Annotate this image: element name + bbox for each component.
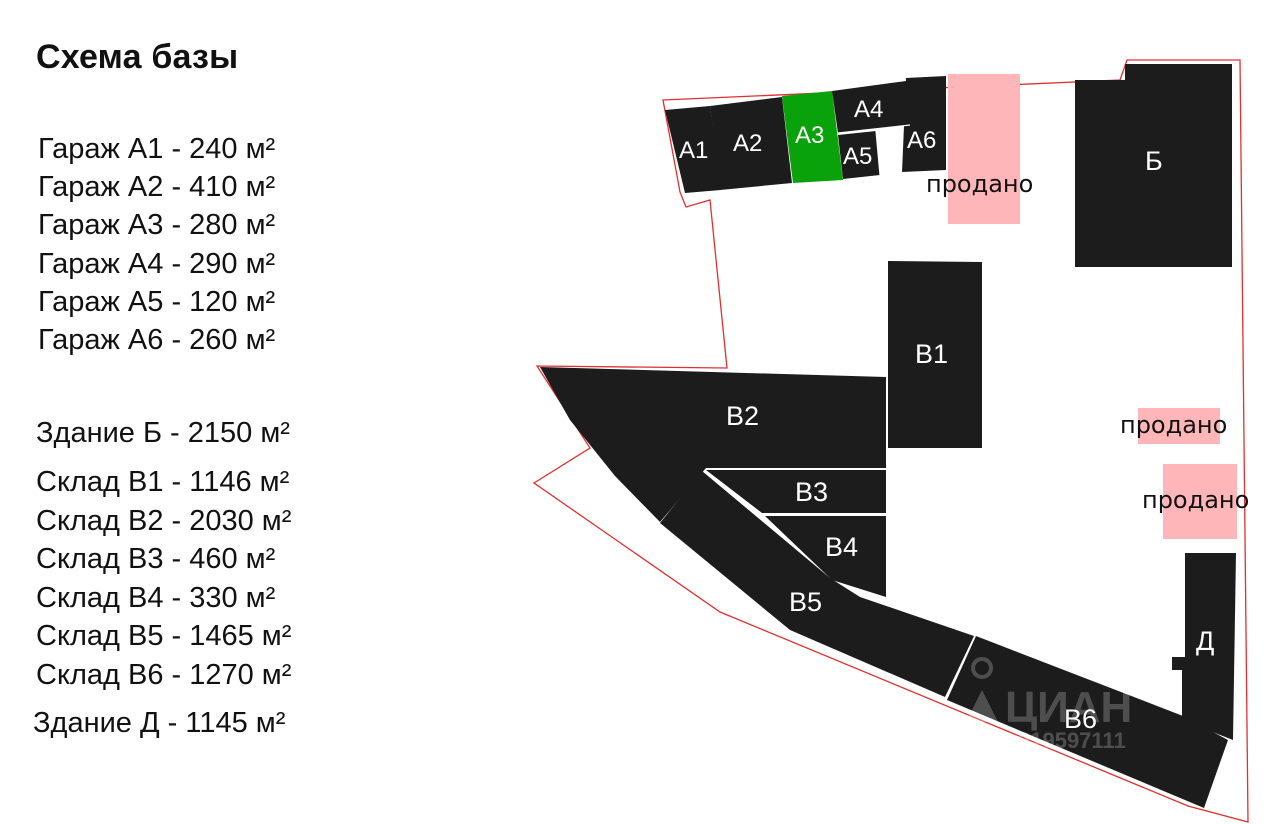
legend-warehouse-v5: Склад В5 - 1465 м²: [36, 620, 292, 652]
sold-area-lower[interactable]: [1163, 464, 1237, 539]
label-v2: В2: [726, 401, 759, 431]
label-v3: В3: [795, 477, 828, 507]
warehouse-v4[interactable]: [765, 516, 886, 597]
legend-building-d: Здание Д - 1145 м²: [33, 707, 286, 739]
sold-label-middle: продано: [1120, 411, 1227, 439]
legend-garage-a4: Гараж А4 - 290 м²: [38, 248, 276, 280]
warehouse-v2[interactable]: [540, 367, 886, 522]
warehouse-v3[interactable]: [706, 470, 886, 513]
sold-area-top[interactable]: [948, 74, 1020, 224]
watermark: ЦИАН 219597111: [966, 657, 1132, 753]
legend-garage-a2: Гараж А2 - 410 м²: [38, 171, 276, 203]
label-a1: А1: [679, 137, 708, 164]
label-a5: А5: [843, 143, 872, 170]
page-title: Схема базы: [36, 38, 239, 76]
building-d[interactable]: [1172, 553, 1236, 740]
legend-warehouse-v3: Склад В3 - 460 м²: [36, 543, 276, 575]
legend-warehouse-v6: Склад В6 - 1270 м²: [36, 659, 292, 691]
legend-garage-a5: Гараж А5 - 120 м²: [38, 286, 276, 318]
building-b[interactable]: [1075, 64, 1232, 267]
label-a3: А3: [795, 122, 824, 149]
legend-garage-a6: Гараж А6 - 260 м²: [38, 324, 276, 356]
sold-label-lower: продано: [1142, 486, 1249, 514]
legend-warehouse-v4: Склад В4 - 330 м²: [36, 582, 276, 614]
legend-garage-a1: Гараж А1 - 240 м²: [38, 133, 276, 165]
sold-label-top: продано: [926, 170, 1033, 198]
garage-a5[interactable]: [838, 131, 880, 179]
garage-a3[interactable]: [782, 91, 843, 183]
label-b: Б: [1145, 146, 1163, 176]
warehouse-v5[interactable]: [660, 471, 974, 697]
location-pin-icon: [966, 657, 998, 722]
label-a4: А4: [854, 96, 883, 123]
label-a6: А6: [907, 127, 936, 154]
watermark-brand: ЦИАН: [1005, 683, 1132, 732]
legend-warehouse-v2: Склад В2 - 2030 м²: [36, 505, 292, 537]
garage-a4[interactable]: [832, 81, 910, 133]
watermark-id: 219597111: [1018, 728, 1126, 753]
label-v4: В4: [825, 532, 858, 562]
label-v1: В1: [915, 339, 948, 369]
legend-building-b: Здание Б - 2150 м²: [36, 417, 290, 449]
garage-a1[interactable]: [665, 106, 721, 193]
sold-area-middle[interactable]: [1138, 408, 1220, 444]
legend-warehouse-v1: Склад В1 - 1146 м²: [36, 466, 290, 498]
label-a2: А2: [733, 130, 762, 157]
label-d: Д: [1196, 626, 1214, 656]
label-v6: В6: [1064, 704, 1097, 734]
garage-a2[interactable]: [710, 97, 792, 190]
warehouse-v6[interactable]: [947, 636, 1228, 808]
legend-garage-a3: Гараж А3 - 280 м²: [38, 209, 276, 241]
label-v5: В5: [789, 587, 822, 617]
property-boundary: [532, 59, 1249, 823]
warehouse-v1[interactable]: [888, 261, 982, 448]
garage-a6[interactable]: [902, 76, 946, 172]
